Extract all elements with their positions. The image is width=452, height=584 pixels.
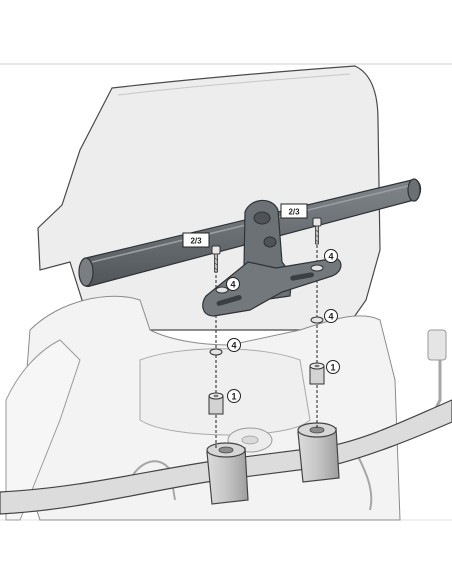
callout-washer-upper-right: 4 bbox=[324, 249, 338, 263]
handlebar-clamp-right bbox=[297, 422, 340, 483]
ignition-core bbox=[241, 435, 259, 445]
washer-mid-left bbox=[209, 348, 223, 356]
washer-upper-right bbox=[310, 264, 324, 272]
callout-spacer-right: 1 bbox=[326, 360, 340, 374]
callout-number: 4 bbox=[328, 252, 333, 262]
callout-number: 4 bbox=[328, 312, 333, 322]
part-ref-tag-left: 2/3 bbox=[182, 232, 210, 248]
handlebar-clamp-left bbox=[206, 442, 249, 505]
windscreen-inner-line bbox=[117, 73, 351, 96]
callout-washer-mid-left: 4 bbox=[227, 338, 241, 352]
washer-plate bbox=[215, 286, 229, 294]
fairing-left-edge bbox=[5, 339, 81, 521]
part-ref-tag-right: 2/3 bbox=[280, 203, 308, 219]
instrument-cluster bbox=[139, 348, 311, 436]
bolt-right bbox=[312, 217, 322, 245]
callout-number: 4 bbox=[231, 341, 236, 351]
spacer-right bbox=[309, 362, 325, 385]
mirror-block-right bbox=[427, 329, 447, 361]
handlebar bbox=[0, 399, 452, 515]
callout-number: 1 bbox=[231, 392, 236, 402]
part-ref-label-left: 2/3 bbox=[190, 237, 202, 246]
bolt-left bbox=[211, 245, 221, 273]
washer-mid-right bbox=[310, 316, 324, 324]
callout-washer-mid-right: 4 bbox=[324, 309, 338, 323]
callout-spacer-left: 1 bbox=[227, 389, 241, 403]
callout-washer-plate: 4 bbox=[226, 277, 240, 291]
part-ref-label-right: 2/3 bbox=[288, 208, 300, 217]
windscreen bbox=[37, 65, 381, 331]
callout-number: 4 bbox=[230, 280, 235, 290]
callout-number: 1 bbox=[330, 363, 335, 373]
spacer-left bbox=[208, 392, 224, 415]
